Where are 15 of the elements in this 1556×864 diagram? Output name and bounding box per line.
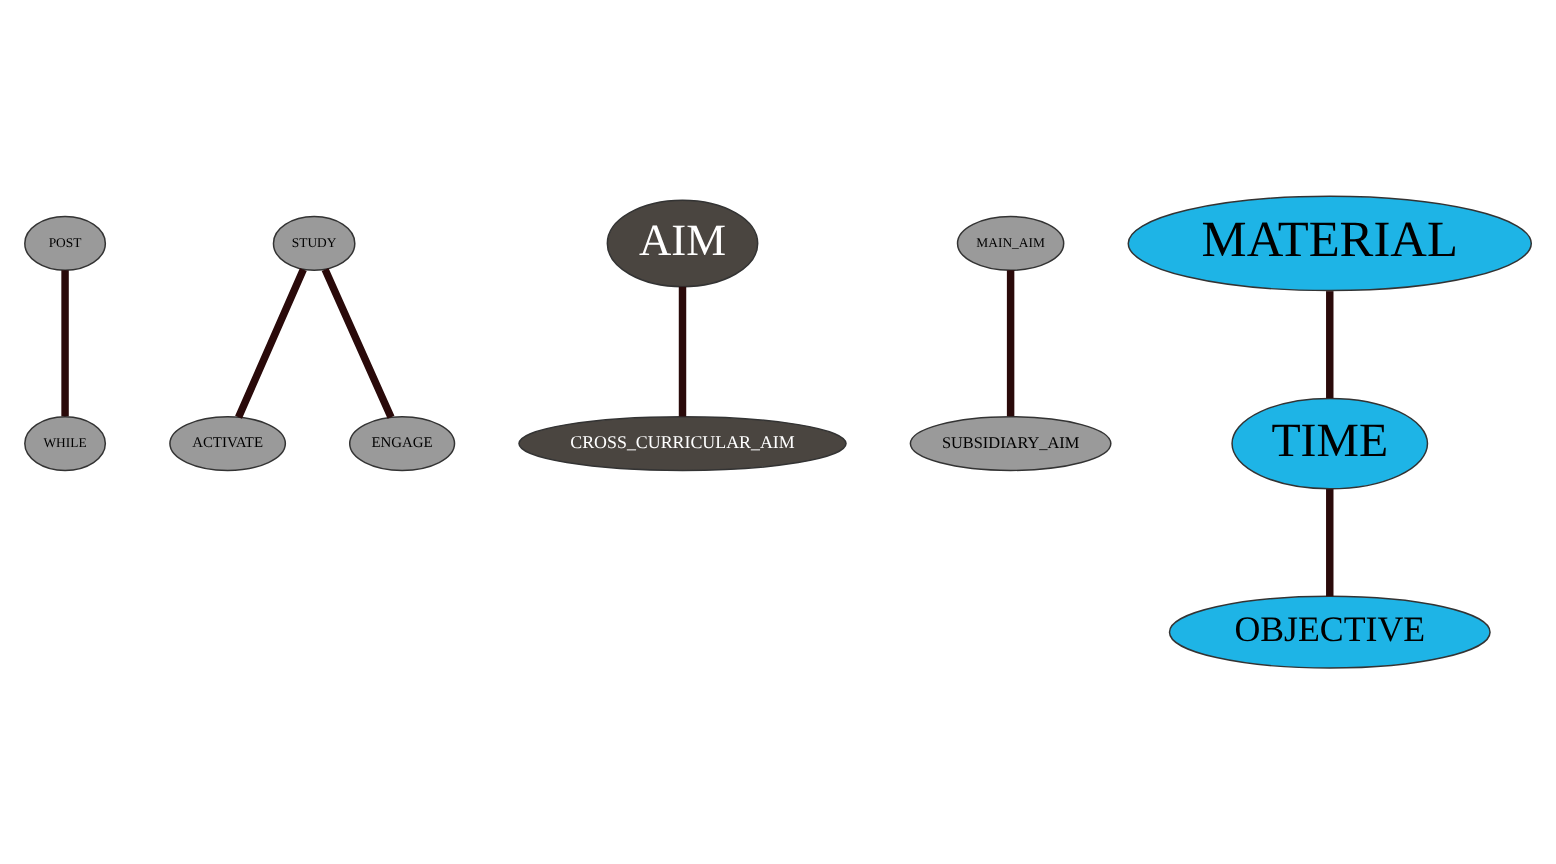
connector: [61, 270, 69, 417]
connector: [321, 267, 395, 419]
connector: [1326, 489, 1334, 597]
node-ellipse: TIME: [1231, 397, 1429, 490]
node-ellipse: CROSS_CURRICULAR_AIM: [518, 416, 847, 472]
connector: [1326, 291, 1334, 399]
connector: [678, 286, 687, 417]
node-ellipse: ENGAGE: [348, 416, 456, 472]
node-ellipse: SUBSIDIARY_AIM: [909, 416, 1112, 472]
node-ellipse: OBJECTIVE: [1168, 595, 1491, 669]
node-ellipse: MATERIAL: [1127, 195, 1532, 292]
node-ellipse: AIM: [606, 199, 759, 288]
node-ellipse: ACTIVATE: [169, 416, 287, 472]
connector: [1006, 270, 1015, 417]
connector: [235, 267, 307, 419]
